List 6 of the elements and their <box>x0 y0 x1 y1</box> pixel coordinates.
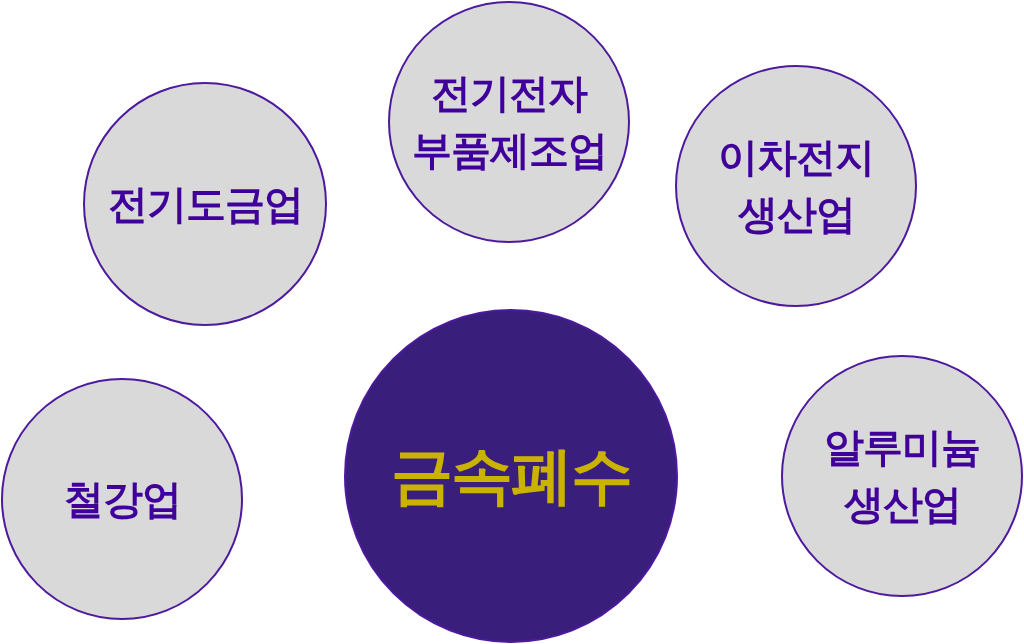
industry-label: 전기도금업 <box>107 179 303 229</box>
industry-label: 철강업 <box>63 474 181 524</box>
industry-label: 전기전자 부품제조업 <box>410 69 608 175</box>
central-label: 금속폐수 <box>391 438 631 514</box>
industry-label: 이차전지 생산업 <box>717 133 875 239</box>
industry-label: 알루미늄 생산업 <box>823 423 981 529</box>
